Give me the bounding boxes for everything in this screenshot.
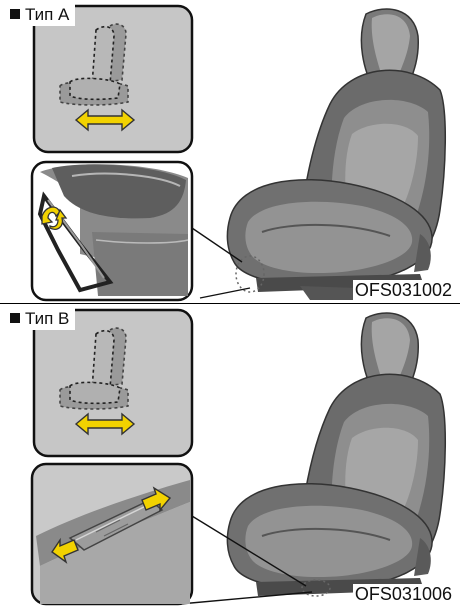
seat-illustration [227, 313, 445, 596]
panel-type-a: Тип А OFS031002 [0, 0, 460, 303]
panel-type-b: Тип B OFS031006 [0, 304, 460, 607]
type-label: Тип B [6, 308, 75, 330]
image-code: OFS031006 [353, 584, 454, 605]
bullet-square-icon [10, 313, 20, 323]
bullet-square-icon [10, 9, 20, 19]
panel-a-illustration [0, 0, 460, 303]
lever-inset [32, 162, 192, 300]
image-code: OFS031002 [353, 280, 454, 301]
panel-b-illustration [0, 304, 460, 607]
seat-illustration [227, 9, 445, 300]
type-label: Тип А [6, 4, 75, 26]
switch-inset [32, 464, 192, 604]
seat-adjust-inset [34, 310, 192, 456]
seat-adjust-inset [34, 6, 192, 152]
